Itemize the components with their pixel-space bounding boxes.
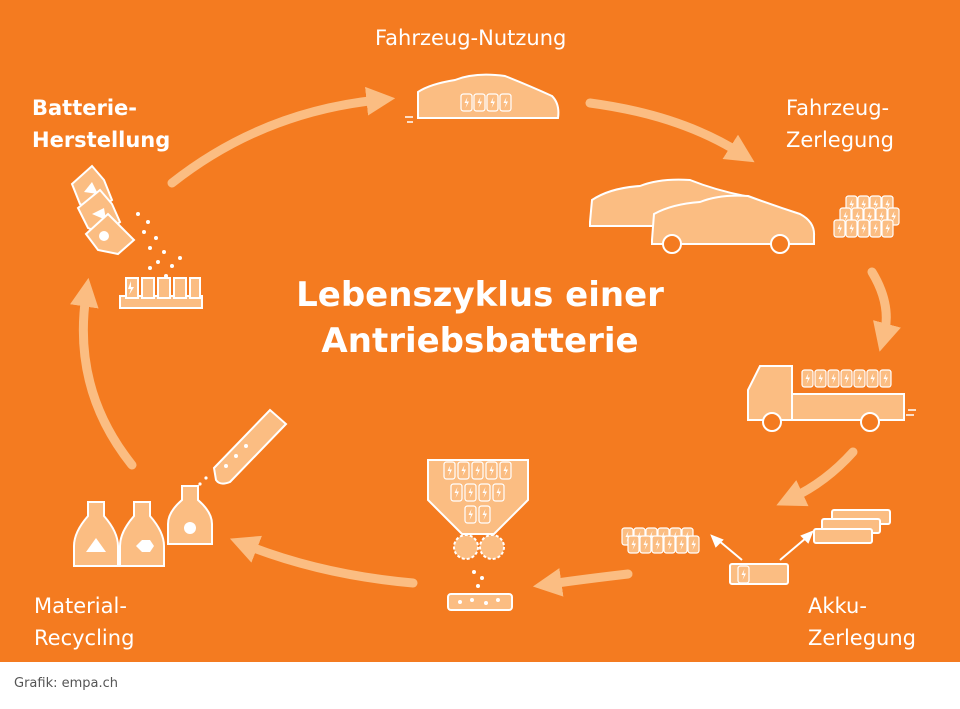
stage-label-line: Material- (34, 594, 127, 618)
bottles-icon (73, 485, 213, 567)
cars-icon (589, 178, 816, 254)
stage-label-line: Herstellung (32, 128, 171, 152)
cycle-arrows (70, 86, 901, 597)
diagram-title: Lebenszyklus einer Antriebsbatterie (0, 272, 960, 364)
diagram-title-line: Lebenszyklus einer (296, 275, 664, 315)
cycle-arrow-icon (70, 277, 137, 470)
stage-label-line: Zerlegung (786, 128, 894, 152)
cycle-arrow-icon (532, 568, 633, 597)
stage-label-zerlegung: Fahrzeug- Zerlegung (786, 92, 894, 156)
stage-label-line: Fahrzeug- (786, 96, 890, 120)
cycle-arrow-icon (867, 267, 901, 352)
lifecycle-diagram (70, 73, 916, 611)
diagram-title-line: Antriebsbatterie (321, 321, 639, 361)
cycle-arrow-icon (229, 535, 418, 588)
image-credit: Grafik: empa.ch (14, 676, 119, 691)
stage-label-nutzung: Fahrzeug-Nutzung (375, 22, 566, 54)
stage-label-line: Recycling (34, 626, 135, 650)
battery-cells-icon (710, 530, 814, 585)
stage-label-line: Akku- (808, 594, 867, 618)
mixing-flasks-icon (70, 164, 203, 309)
cycle-arrow-icon (167, 86, 396, 188)
stage-label-recycling: Material- Recycling (34, 590, 134, 654)
stage-label-akku: Akku- Zerlegung (808, 590, 916, 654)
car-with-battery-icon (405, 73, 560, 123)
test-tube-icon (198, 408, 288, 486)
shredder-icon (427, 459, 529, 611)
battery-stack-icon (833, 195, 900, 238)
truck-icon (747, 365, 916, 432)
battery-cell-row-icon (621, 527, 700, 554)
diagram-canvas: Fahrzeug-Nutzung Fahrzeug- Zerlegung Akk… (0, 0, 960, 662)
stage-label-line: Zerlegung (808, 626, 916, 650)
stage-label-line: Fahrzeug-Nutzung (375, 26, 567, 50)
stage-label-herstellung: Batterie- Herstellung (32, 92, 170, 156)
cycle-arrow-icon (776, 447, 858, 507)
cycle-arrow-icon (585, 98, 755, 163)
battery-modules-icon (813, 509, 891, 544)
stage-label-line: Batterie- (32, 96, 138, 120)
